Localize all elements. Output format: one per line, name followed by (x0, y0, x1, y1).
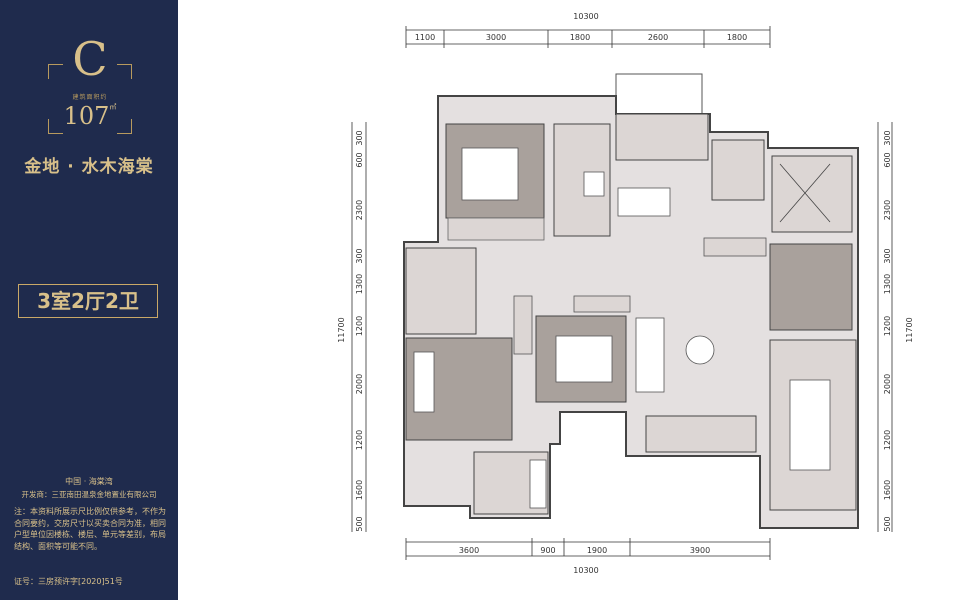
left-dimension: 600 (355, 152, 364, 167)
bed-icon (461, 147, 519, 201)
top-dimension: 2600 (648, 33, 668, 42)
right-dimension: 1200 (883, 316, 892, 336)
left-dimension: 2300 (355, 200, 364, 220)
toilet-icon (583, 171, 605, 197)
sofa-icon (635, 317, 665, 393)
right-dimension: 1600 (883, 480, 892, 500)
left-dimensions: 11700 600 300 2300 300 1300 1200 2000 12… (337, 122, 367, 532)
closet (513, 295, 533, 355)
right-dimension: 1300 (883, 274, 892, 294)
sidebar-panel: C 建筑面积约 107㎡ 金地 · 水木海棠 3室2厅2卫 中国 · 海棠湾 开… (0, 0, 178, 600)
bed-icon (555, 335, 613, 383)
elevator-shaft (771, 155, 853, 233)
bottom-dimension: 900 (540, 546, 555, 555)
left-dimension: 1600 (355, 480, 364, 500)
right-dimension: 2000 (883, 374, 892, 394)
right-dimension: 300 (883, 248, 892, 263)
right-dimension: 1200 (883, 430, 892, 450)
license-number: 证号：三房预许字[2020]51号 (14, 577, 123, 586)
kitchen (615, 113, 709, 161)
right-dimension: 500 (883, 516, 892, 531)
logo-corner (117, 119, 132, 134)
top-dimension: 1100 (415, 33, 435, 42)
bathtub-icon (529, 459, 547, 509)
closet (573, 295, 631, 313)
logo-corner (48, 119, 63, 134)
right-dimension: 600 (883, 152, 892, 167)
left-dimension: 1200 (355, 316, 364, 336)
logo-corner (117, 64, 132, 79)
left-total-dimension: 11700 (337, 317, 346, 342)
bottom-total-dimension: 10300 (573, 566, 598, 575)
kitchen-side (711, 139, 765, 201)
bottom-dimension: 3900 (690, 546, 710, 555)
left-dimension: 500 (355, 516, 364, 531)
top-dimension: 1800 (727, 33, 747, 42)
bottom-dimension: 1900 (587, 546, 607, 555)
bottom-dimensions: 3600 900 1900 3900 10300 (405, 538, 771, 575)
project-location: 中国 · 海棠湾 (65, 477, 113, 486)
balcony-stub (615, 73, 703, 115)
left-dimension: 300 (355, 248, 364, 263)
bed-icon (413, 351, 435, 413)
unit-area: 107㎡ (48, 102, 132, 130)
top-dimensions: 10300 1100 3000 1800 2600 1800 (405, 12, 771, 48)
unit-type-logo: C 建筑面积约 107㎡ (48, 32, 132, 134)
unit-type-letter: C (72, 32, 108, 86)
top-dimension: 1800 (570, 33, 590, 42)
brand-name: 金地 · 水木海棠 (24, 157, 154, 177)
area-unit: ㎡ (109, 103, 117, 111)
layout-badge: 3室2厅2卫 (18, 284, 158, 318)
area-caption: 建筑面积约 (72, 94, 108, 101)
rooms (403, 73, 859, 529)
left-dimension: 300 (355, 130, 364, 145)
left-dimension: 2000 (355, 374, 364, 394)
right-total-dimension: 11700 (905, 317, 914, 342)
floor-plan: 10300 1100 3000 1800 2600 1800 3600 900 … (337, 12, 914, 575)
top-total-dimension: 10300 (573, 12, 598, 21)
stair-core (789, 379, 831, 471)
right-dimension: 300 (883, 130, 892, 145)
right-dimension: 2300 (883, 200, 892, 220)
bottom-dimension: 3600 (459, 546, 479, 555)
left-dimension: 1200 (355, 430, 364, 450)
dining-table-icon (617, 187, 671, 217)
coffee-table-icon (685, 335, 715, 365)
developer-name: 开发商：三亚南田温泉金地置业有限公司 (21, 490, 157, 499)
bathroom-west (405, 247, 477, 335)
top-dimension: 3000 (486, 33, 506, 42)
disclaimer-text: 注：本资料所展示尺比例仅供参考，不作为合同要约，交房尺寸以买卖合同为准，相同户型… (14, 507, 166, 551)
area-value: 107 (63, 102, 110, 130)
balcony-south (645, 415, 757, 453)
logo-corner (48, 64, 63, 79)
right-dimensions: 11700 600 300 2300 300 1300 1200 2000 12… (877, 122, 914, 532)
left-dimension: 1300 (355, 274, 364, 294)
cabinet-row (703, 237, 767, 257)
wardrobe (447, 217, 545, 241)
elevator-lobby (769, 243, 853, 331)
